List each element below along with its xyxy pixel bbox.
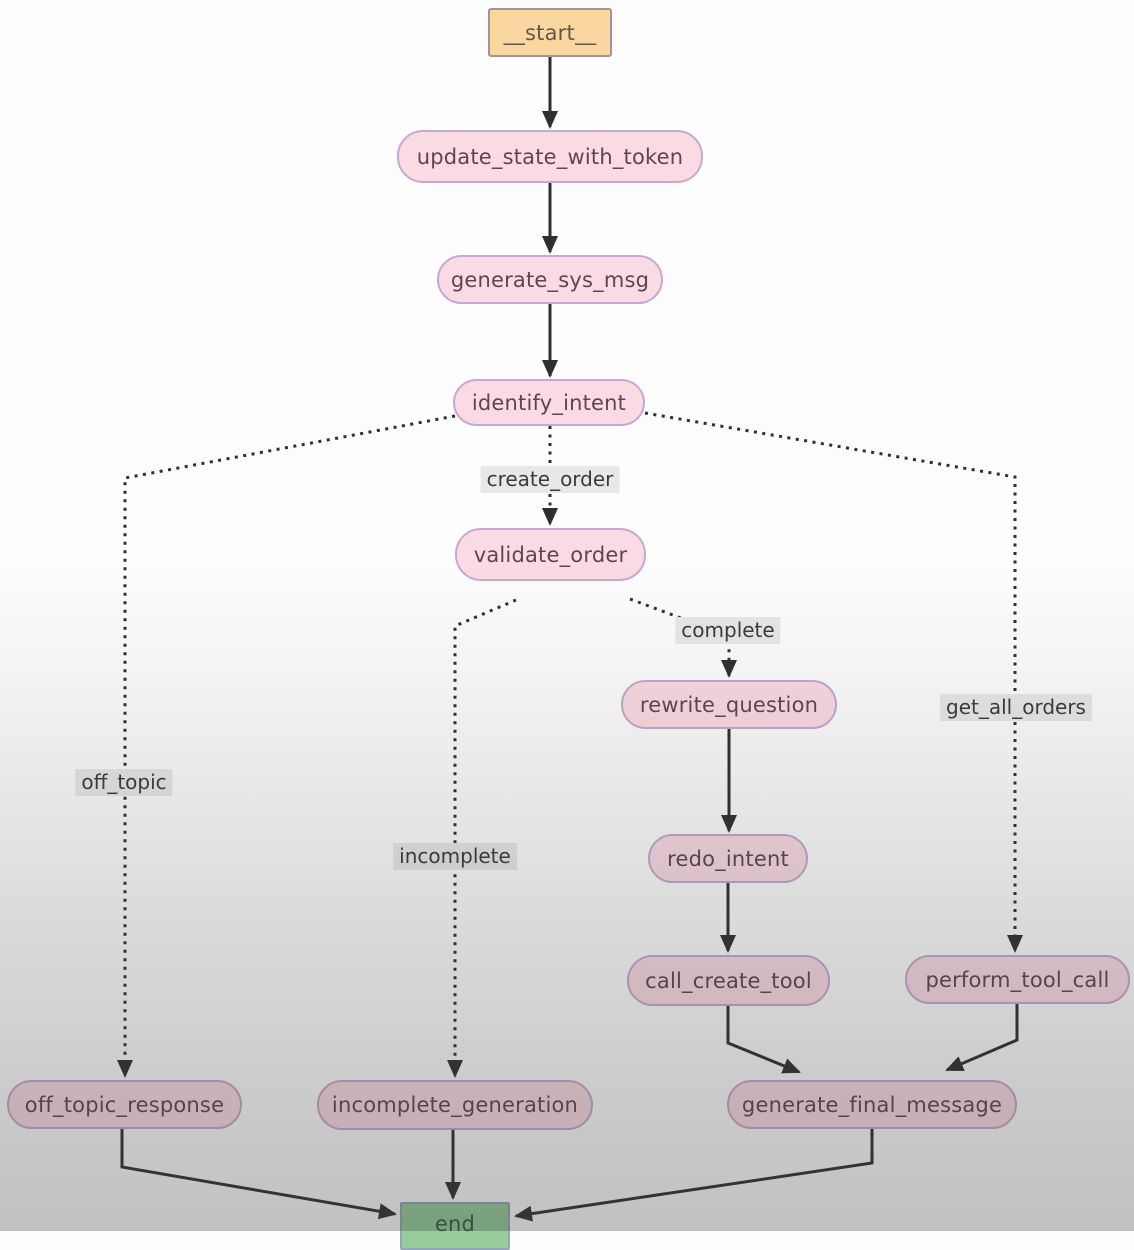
node-incomplete-generation: incomplete_generation: [317, 1080, 593, 1130]
node-update-state-with-token: update_state_with_token: [397, 130, 703, 183]
node-call-create-tool-label: call_create_tool: [645, 968, 812, 993]
edge-label-off-topic: off_topic: [75, 769, 173, 796]
edge-validate_order-incomplete_generation: [447, 598, 517, 1078]
node-generate-final-message: generate_final_message: [727, 1080, 1017, 1129]
node-generate-sys-msg: generate_sys_msg: [437, 255, 663, 304]
node-redo-intent-label: redo_intent: [667, 846, 789, 871]
node-identify-intent: identify_intent: [453, 379, 645, 426]
edge-validate_order-rewrite_question: [629, 597, 737, 678]
node-end: end: [400, 1202, 510, 1250]
node-validate-order-label: validate_order: [473, 542, 628, 567]
node-validate-order: validate_order: [455, 528, 646, 581]
node-incomplete-generation-label: incomplete_generation: [331, 1093, 579, 1117]
node-start-label: __start__: [503, 20, 597, 45]
edge-call_create_tool-generate_final_message: [726, 1006, 801, 1074]
edge-generate_final_message-end: [514, 1129, 874, 1222]
edge-identify_intent-perform_tool_call: [644, 411, 1023, 953]
node-off-topic-response-label: off_topic_response: [24, 1092, 225, 1117]
edge-perform_tool_call-generate_final_message: [945, 1004, 1019, 1072]
node-rewrite-question-label: rewrite_question: [639, 692, 819, 717]
node-perform-tool-call-label: perform_tool_call: [925, 967, 1110, 992]
node-rewrite-question: rewrite_question: [621, 680, 837, 729]
node-generate-final-message-label: generate_final_message: [741, 1092, 1003, 1117]
edge-identify_intent-off_topic_response: [117, 414, 456, 1078]
edge-label-create-order: create_order: [480, 466, 620, 493]
node-call-create-tool: call_create_tool: [627, 955, 830, 1006]
node-redo-intent: redo_intent: [648, 834, 808, 883]
node-generate-sys-msg-label: generate_sys_msg: [450, 267, 650, 292]
edge-label-incomplete: incomplete: [393, 843, 517, 870]
node-identify-intent-label: identify_intent: [471, 390, 627, 415]
node-start: __start__: [488, 8, 612, 57]
node-update-state-with-token-label: update_state_with_token: [416, 144, 684, 169]
node-perform-tool-call: perform_tool_call: [905, 955, 1130, 1004]
edge-label-complete: complete: [675, 617, 781, 644]
edge-label-get-all-orders: get_all_orders: [940, 694, 1092, 721]
node-end-label: end: [434, 1212, 476, 1236]
edge-off_topic_response-end: [120, 1129, 397, 1220]
node-off-topic-response: off_topic_response: [7, 1080, 242, 1129]
